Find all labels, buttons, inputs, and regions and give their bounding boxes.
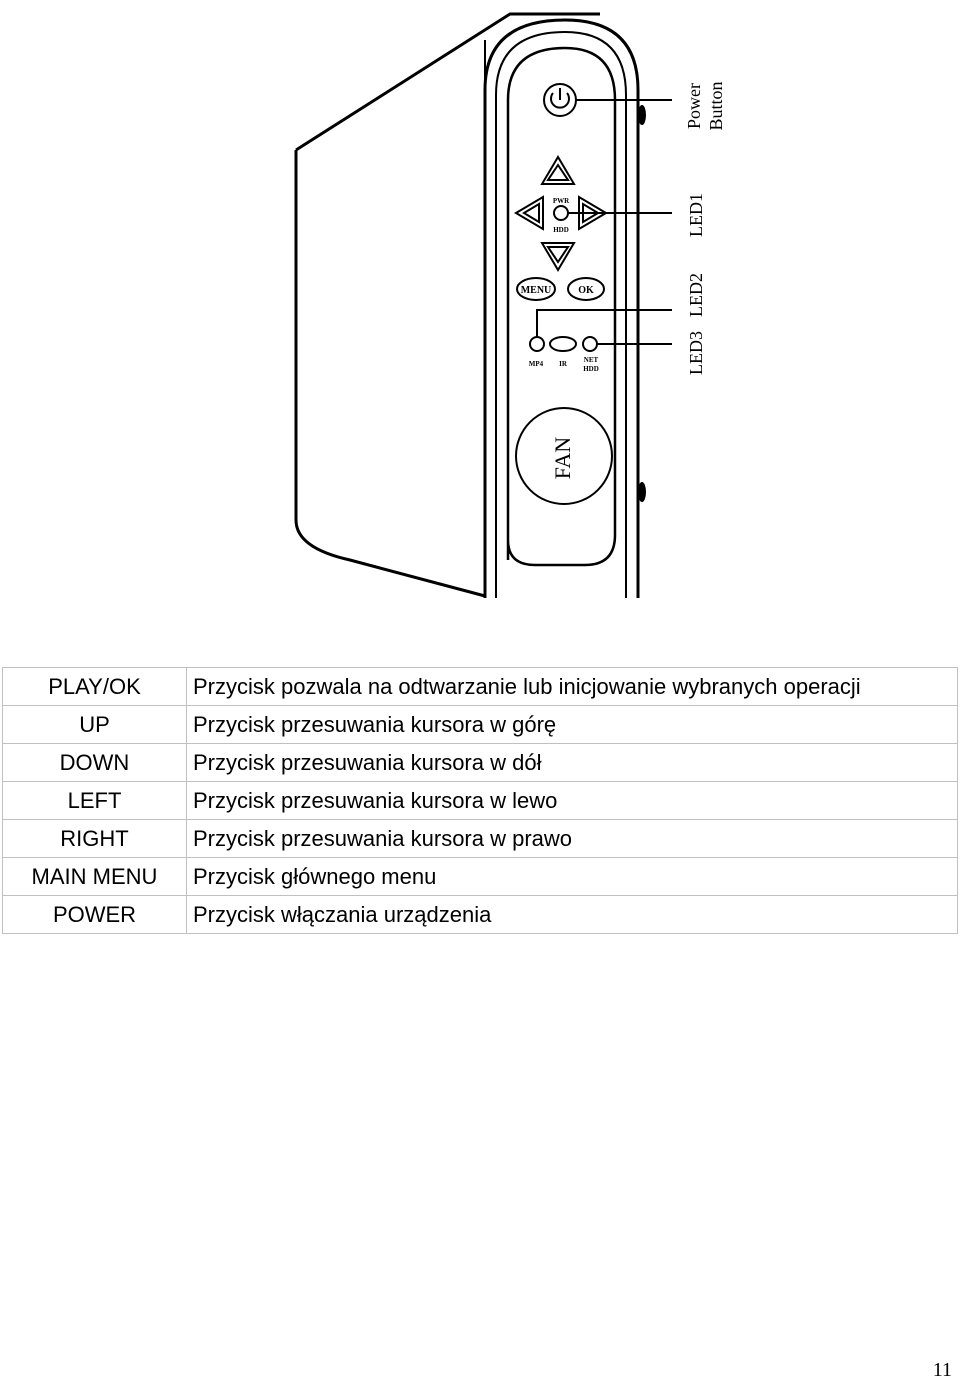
led2-indicator xyxy=(529,336,545,352)
page-number: 11 xyxy=(932,1359,952,1381)
power-icon xyxy=(543,83,577,117)
table-row: LEFT Przycisk przesuwania kursora w lewo xyxy=(2,781,958,820)
mp4-label: MP4 xyxy=(529,360,544,368)
up-arrow-icon xyxy=(540,155,576,185)
ir-window xyxy=(549,336,577,352)
table-row: POWER Przycisk włączania urządzenia xyxy=(2,895,958,934)
table-row: MAIN MENU Przycisk głównego menu xyxy=(2,857,958,896)
key-name: PLAY/OK xyxy=(2,667,187,706)
fan-label: FAN xyxy=(550,437,575,479)
table-row: UP Przycisk przesuwania kursora w górę xyxy=(2,705,958,744)
led1-indicator xyxy=(553,205,569,221)
key-name: DOWN xyxy=(2,743,187,782)
device-drawing: PWR HDD MENU OK MP4 IR NET HDD FAN Power… xyxy=(294,12,726,598)
side-knob-top xyxy=(638,105,646,125)
key-description: Przycisk głównego menu xyxy=(186,857,958,896)
key-description: Przycisk przesuwania kursora w lewo xyxy=(186,781,958,820)
power-callout-line2: Button xyxy=(706,81,726,130)
led1-callout: LED1 xyxy=(686,193,706,237)
net-hdd-label: HDD xyxy=(583,365,599,373)
table-row: RIGHT Przycisk przesuwania kursora w pra… xyxy=(2,819,958,858)
side-knob-bottom xyxy=(638,482,646,502)
led2-callout: LED2 xyxy=(686,273,706,317)
key-name: POWER xyxy=(2,895,187,934)
down-arrow-icon xyxy=(540,242,576,272)
key-name: UP xyxy=(2,705,187,744)
key-name: MAIN MENU xyxy=(2,857,187,896)
ir-label: IR xyxy=(559,360,568,368)
left-arrow-icon xyxy=(514,195,544,231)
key-description: Przycisk pozwala na odtwarzanie lub inic… xyxy=(186,667,958,706)
key-description: Przycisk włączania urządzenia xyxy=(186,895,958,934)
led3-callout: LED3 xyxy=(686,331,706,375)
table-row: PLAY/OK Przycisk pozwala na odtwarzanie … xyxy=(2,667,958,706)
net-label: NET xyxy=(584,356,599,364)
table-row: DOWN Przycisk przesuwania kursora w dół xyxy=(2,743,958,782)
ok-button-shape xyxy=(567,277,605,301)
device-front-diagram: PWR HDD MENU OK MP4 IR NET HDD FAN Power… xyxy=(280,0,740,602)
ok-label: OK xyxy=(578,285,594,296)
pwr-label: PWR xyxy=(553,197,570,205)
button-function-table: PLAY/OK Przycisk pozwala na odtwarzanie … xyxy=(2,667,958,934)
power-callout-line1: Power xyxy=(684,83,704,129)
key-description: Przycisk przesuwania kursora w górę xyxy=(186,705,958,744)
key-description: Przycisk przesuwania kursora w dół xyxy=(186,743,958,782)
key-name: RIGHT xyxy=(2,819,187,858)
led3-indicator xyxy=(582,336,598,352)
key-description: Przycisk przesuwania kursora w prawo xyxy=(186,819,958,858)
menu-label: MENU xyxy=(521,285,552,296)
key-name: LEFT xyxy=(2,781,187,820)
menu-button-shape xyxy=(516,277,556,301)
hdd-label: HDD xyxy=(553,226,569,234)
fan-icon xyxy=(515,407,613,505)
